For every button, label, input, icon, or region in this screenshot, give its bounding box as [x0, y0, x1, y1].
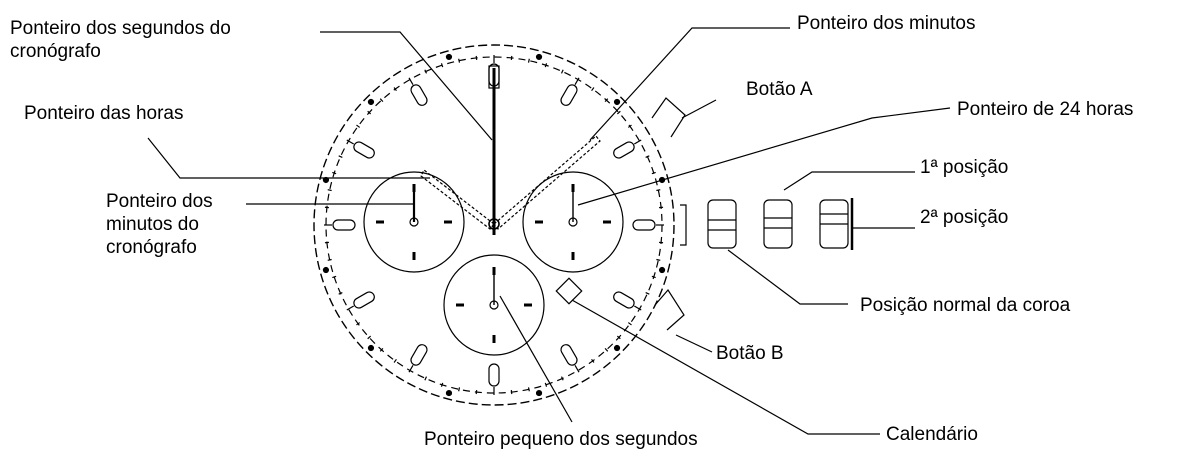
hour-marker: [559, 343, 579, 367]
crown-second-position: [820, 198, 852, 250]
minute-tick: [529, 387, 530, 391]
hour-marker: [612, 290, 636, 310]
crown-first-position: [764, 200, 792, 248]
bezel-dot: [615, 99, 620, 104]
minute-tick: [394, 359, 396, 362]
bezel-dot: [323, 268, 328, 273]
label-24h: Ponteiro de 24 horas: [957, 98, 1133, 121]
minute-hand: [494, 136, 600, 229]
minute-tick: [328, 260, 332, 261]
hour-hand: [421, 170, 494, 229]
minute-tick: [529, 59, 530, 63]
minute-tick: [332, 172, 336, 173]
bezel-dot: [660, 268, 665, 273]
leader-position-1: [784, 172, 915, 190]
hour-marker: [352, 140, 376, 160]
hour-marker: [409, 343, 429, 367]
minute-tick: [332, 276, 336, 277]
minute-tick: [545, 383, 546, 387]
bezel-dot: [615, 346, 620, 351]
label-crown-normal: Posição normal da coroa: [860, 294, 1070, 317]
minute-tick: [356, 125, 359, 127]
leader-hour-hand: [148, 138, 430, 178]
bezel-dot: [368, 99, 373, 104]
minute-tick: [652, 172, 656, 173]
minute-tick: [592, 87, 594, 90]
minute-tick: [562, 70, 564, 74]
hour-marker: [333, 220, 355, 230]
hour-marker: [559, 83, 579, 107]
minute-tick: [545, 63, 546, 67]
hour-marker: [633, 220, 655, 230]
minute-tick: [656, 260, 660, 261]
minute-tick: [459, 59, 460, 63]
label-chrono-minutes: Ponteiro dos minutos do cronógrafo: [106, 190, 213, 259]
bezel-dot: [446, 54, 451, 59]
minute-tick: [347, 306, 354, 310]
minute-tick: [441, 63, 442, 67]
label-position-1: 1ª posição: [920, 156, 1008, 179]
label-small-seconds: Ponteiro pequeno dos segundos: [424, 428, 698, 451]
label-button-a: Botão A: [746, 78, 813, 101]
leader-crown-normal: [728, 250, 848, 304]
minute-tick: [646, 293, 650, 295]
label-button-b: Botão B: [716, 342, 784, 365]
bezel-dot: [368, 346, 373, 351]
leader-small-seconds: [500, 296, 572, 422]
crown-normal-position: [708, 200, 736, 248]
leader-chrono-seconds: [320, 32, 492, 140]
leader-button-a: [682, 100, 716, 118]
leader-calendar: [572, 300, 880, 434]
leader-button-b: [676, 335, 712, 352]
label-calendar: Calendário: [886, 423, 978, 446]
minute-tick: [425, 70, 427, 74]
minute-tick: [646, 156, 650, 158]
minute-tick: [368, 336, 371, 339]
hour-marker: [612, 140, 636, 160]
calendar-window: [556, 278, 581, 303]
bezel-dot: [446, 391, 451, 396]
label-chrono-seconds: Ponteiro dos segundos do cronógrafo: [10, 17, 231, 63]
crown: [680, 205, 686, 245]
button-a: [652, 98, 685, 137]
minute-tick: [409, 78, 413, 85]
hour-marker: [352, 290, 376, 310]
minute-tick: [652, 276, 656, 277]
minute-tick: [339, 293, 343, 295]
leader-24h: [578, 108, 950, 205]
label-hour-hand: Ponteiro das horas: [24, 102, 184, 125]
minute-tick: [605, 348, 608, 351]
minute-tick: [628, 323, 631, 325]
minute-tick: [339, 156, 343, 158]
minute-tick: [328, 190, 332, 191]
minute-tick: [634, 140, 641, 144]
minute-tick: [562, 377, 564, 381]
minute-tick: [575, 365, 579, 372]
label-minute-hand: Ponteiro dos minutos: [797, 12, 976, 35]
hour-marker: [489, 364, 499, 386]
minute-tick: [656, 190, 660, 191]
label-position-2: 2ª posição: [920, 206, 1008, 229]
bezel-dot: [537, 54, 542, 59]
bezel-dot: [537, 391, 542, 396]
minute-tick: [441, 383, 442, 387]
minute-tick: [425, 377, 427, 381]
minute-tick: [459, 387, 460, 391]
hour-marker: [409, 83, 429, 107]
